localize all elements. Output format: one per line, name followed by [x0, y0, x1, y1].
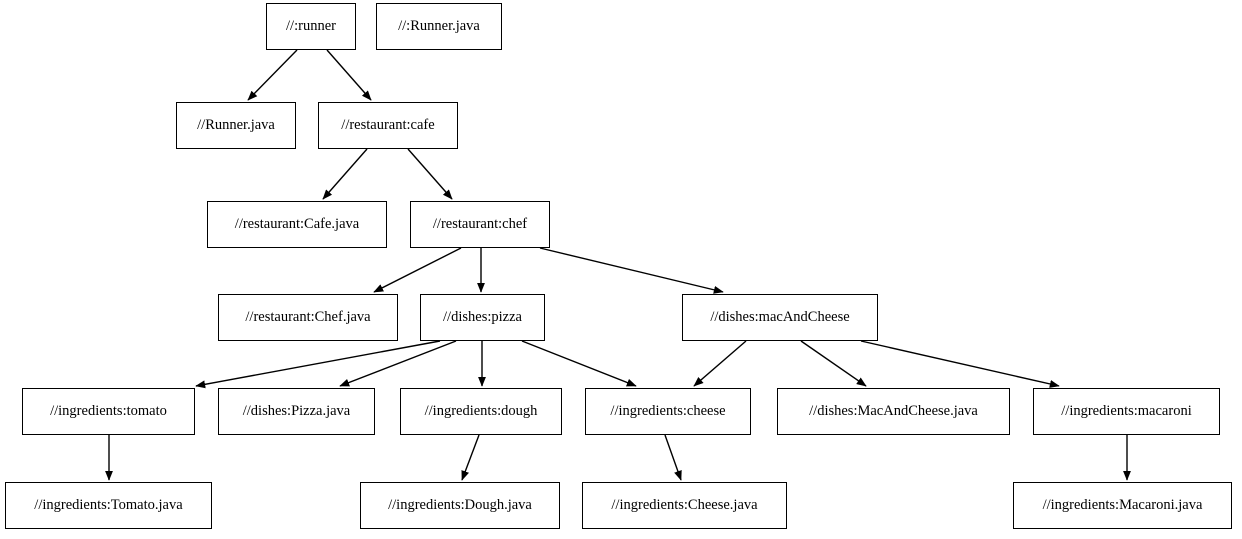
graph-node-ingredients_dough[interactable]: //ingredients:dough: [400, 388, 562, 435]
graph-edge-restaurant_chef-to-dishes_macandcheese: [539, 247, 724, 294]
graph-node-dishes_macandcheese[interactable]: //dishes:macAndCheese: [682, 294, 878, 341]
graph-node-label: //ingredients:tomato: [50, 403, 167, 420]
graph-node-restaurant_cafe[interactable]: //restaurant:cafe: [318, 102, 458, 149]
graph-node-label: //restaurant:chef: [432, 216, 528, 233]
graph-node-label: //restaurant:Cafe.java: [234, 216, 360, 233]
graph-edge-dishes_pizza-to-ingredients_cheese: [521, 340, 637, 387]
graph-node-label: //dishes:Pizza.java: [242, 403, 351, 420]
graph-node-label: //Runner.java: [197, 117, 275, 134]
graph-node-dough_java[interactable]: //ingredients:Dough.java: [360, 482, 560, 529]
graph-node-label: //:runner: [286, 18, 336, 35]
graph-node-label: //restaurant:Chef.java: [245, 309, 371, 326]
graph-node-dishes_pizza_java[interactable]: //dishes:Pizza.java: [218, 388, 375, 435]
graph-node-label: //ingredients:dough: [424, 403, 538, 420]
graph-node-ingredients_tomato[interactable]: //ingredients:tomato: [22, 388, 195, 435]
graph-node-macaroni_java[interactable]: //ingredients:Macaroni.java: [1013, 482, 1232, 529]
graph-node-label: //:Runner.java: [398, 18, 480, 35]
graph-node-restaurant_cafe_java[interactable]: //restaurant:Cafe.java: [207, 201, 387, 248]
graph-node-root_runner_java[interactable]: //:Runner.java: [376, 3, 502, 50]
graph-node-label: //dishes:macAndCheese: [710, 309, 850, 326]
graph-node-dishes_mac_java[interactable]: //dishes:MacAndCheese.java: [777, 388, 1010, 435]
graph-edge-restaurant_cafe-to-restaurant_chef: [407, 148, 453, 200]
graph-edge-dishes_pizza-to-ingredients_tomato: [195, 340, 441, 389]
graph-node-label: //ingredients:Tomato.java: [34, 497, 183, 514]
graph-node-dishes_pizza[interactable]: //dishes:pizza: [420, 294, 545, 341]
graph-edge-dishes_macandcheese-to-ingredients_macaroni: [860, 340, 1060, 388]
graph-node-cheese_java[interactable]: //ingredients:Cheese.java: [582, 482, 787, 529]
graph-node-ingredients_macaroni[interactable]: //ingredients:macaroni: [1033, 388, 1220, 435]
graph-edge-restaurant_chef-to-restaurant_chef_java: [373, 247, 462, 293]
graph-node-runner_java[interactable]: //Runner.java: [176, 102, 296, 149]
graph-node-restaurant_chef[interactable]: //restaurant:chef: [410, 201, 550, 248]
graph-node-label: //restaurant:cafe: [341, 117, 435, 134]
graph-edge-ingredients_dough-to-dough_java: [461, 434, 480, 481]
graph-edge-dishes_macandcheese-to-ingredients_cheese: [693, 340, 747, 387]
graph-edge-runner-to-restaurant_cafe: [326, 49, 372, 101]
graph-edge-runner-to-runner_java: [247, 49, 298, 101]
graph-node-runner[interactable]: //:runner: [266, 3, 356, 50]
graph-node-ingredients_cheese[interactable]: //ingredients:cheese: [585, 388, 751, 435]
graph-edge-restaurant_cafe-to-restaurant_cafe_java: [322, 148, 368, 200]
graph-node-label: //ingredients:Cheese.java: [611, 497, 758, 514]
graph-node-label: //dishes:pizza: [443, 309, 522, 326]
graph-node-label: //dishes:MacAndCheese.java: [809, 403, 978, 420]
graph-node-label: //ingredients:Macaroni.java: [1042, 497, 1203, 514]
graph-edge-dishes_macandcheese-to-dishes_mac_java: [800, 340, 867, 387]
graph-node-restaurant_chef_java[interactable]: //restaurant:Chef.java: [218, 294, 398, 341]
graph-edge-ingredients_cheese-to-cheese_java: [664, 434, 682, 481]
graph-node-label: //ingredients:macaroni: [1061, 403, 1192, 420]
graph-node-tomato_java[interactable]: //ingredients:Tomato.java: [5, 482, 212, 529]
graph-edge-dishes_pizza-to-dishes_pizza_java: [339, 340, 457, 387]
graph-node-label: //ingredients:cheese: [610, 403, 726, 420]
graph-node-label: //ingredients:Dough.java: [388, 497, 532, 514]
